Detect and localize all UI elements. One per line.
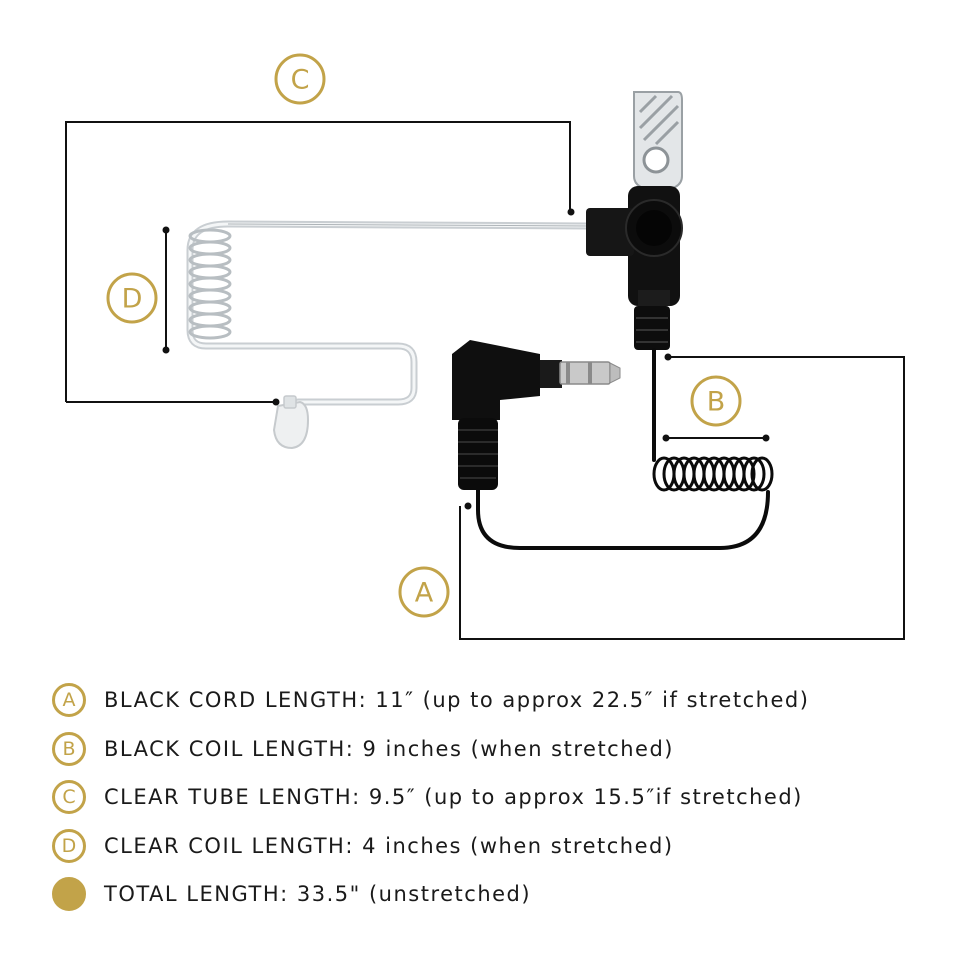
- marker-d: D: [106, 272, 158, 324]
- svg-text:D: D: [122, 284, 143, 315]
- legend-marker-a: A: [52, 683, 86, 718]
- clear-tube: [186, 220, 592, 406]
- legend-marker-d: D: [52, 828, 86, 863]
- clear-coil: [188, 228, 232, 340]
- audio-plug: [452, 340, 621, 490]
- marker-b: B: [690, 375, 742, 427]
- black-coil: [652, 456, 774, 492]
- legend-marker-b: B: [52, 731, 86, 766]
- dimension-dot-b-left: [662, 434, 670, 442]
- dimension-dot-d-bottom: [162, 346, 170, 354]
- ear-tip: [272, 395, 310, 450]
- dimension-dot-a-end: [664, 353, 672, 361]
- legend-row-c: C CLEAR TUBE LENGTH: 9.5″ (up to approx …: [52, 773, 952, 822]
- dimension-line-c: [65, 121, 571, 403]
- svg-text:B: B: [707, 387, 726, 418]
- legend-marker-total-dot: [52, 877, 86, 912]
- dimension-dot-a-start: [464, 502, 472, 510]
- marker-c: C: [274, 53, 326, 105]
- legend-text-a: BLACK CORD LENGTH: 11″ (up to approx 22.…: [104, 688, 810, 713]
- svg-text:A: A: [415, 578, 434, 609]
- legend-text-b: BLACK COIL LENGTH: 9 inches (when stretc…: [104, 736, 674, 761]
- legend-row-a: A BLACK CORD LENGTH: 11″ (up to approx 2…: [52, 676, 952, 725]
- legend-row-d: D CLEAR COIL LENGTH: 4 inches (when stre…: [52, 822, 952, 871]
- dimension-dot-b-right: [762, 434, 770, 442]
- dimension-dot-c-start: [272, 398, 280, 406]
- legend-row-b: B BLACK COIL LENGTH: 9 inches (when stre…: [52, 725, 952, 774]
- legend-row-total: TOTAL LENGTH: 33.5" (unstretched): [52, 870, 952, 919]
- legend-text-c: CLEAR TUBE LENGTH: 9.5″ (up to approx 15…: [104, 785, 803, 810]
- dimension-dot-d-top: [162, 226, 170, 234]
- legend-text-total: TOTAL LENGTH: 33.5" (unstretched): [104, 882, 532, 907]
- marker-a: A: [398, 566, 450, 618]
- legend-text-d: CLEAR COIL LENGTH: 4 inches (when stretc…: [104, 833, 674, 858]
- connector-body: [586, 186, 683, 350]
- legend-marker-c: C: [52, 780, 86, 815]
- black-cord: [476, 348, 770, 550]
- svg-text:C: C: [291, 65, 310, 96]
- dimension-line-a: [459, 356, 905, 640]
- legend: A BLACK CORD LENGTH: 11″ (up to approx 2…: [52, 676, 952, 919]
- dimension-dot-c-end: [567, 208, 575, 216]
- clip: [633, 91, 683, 192]
